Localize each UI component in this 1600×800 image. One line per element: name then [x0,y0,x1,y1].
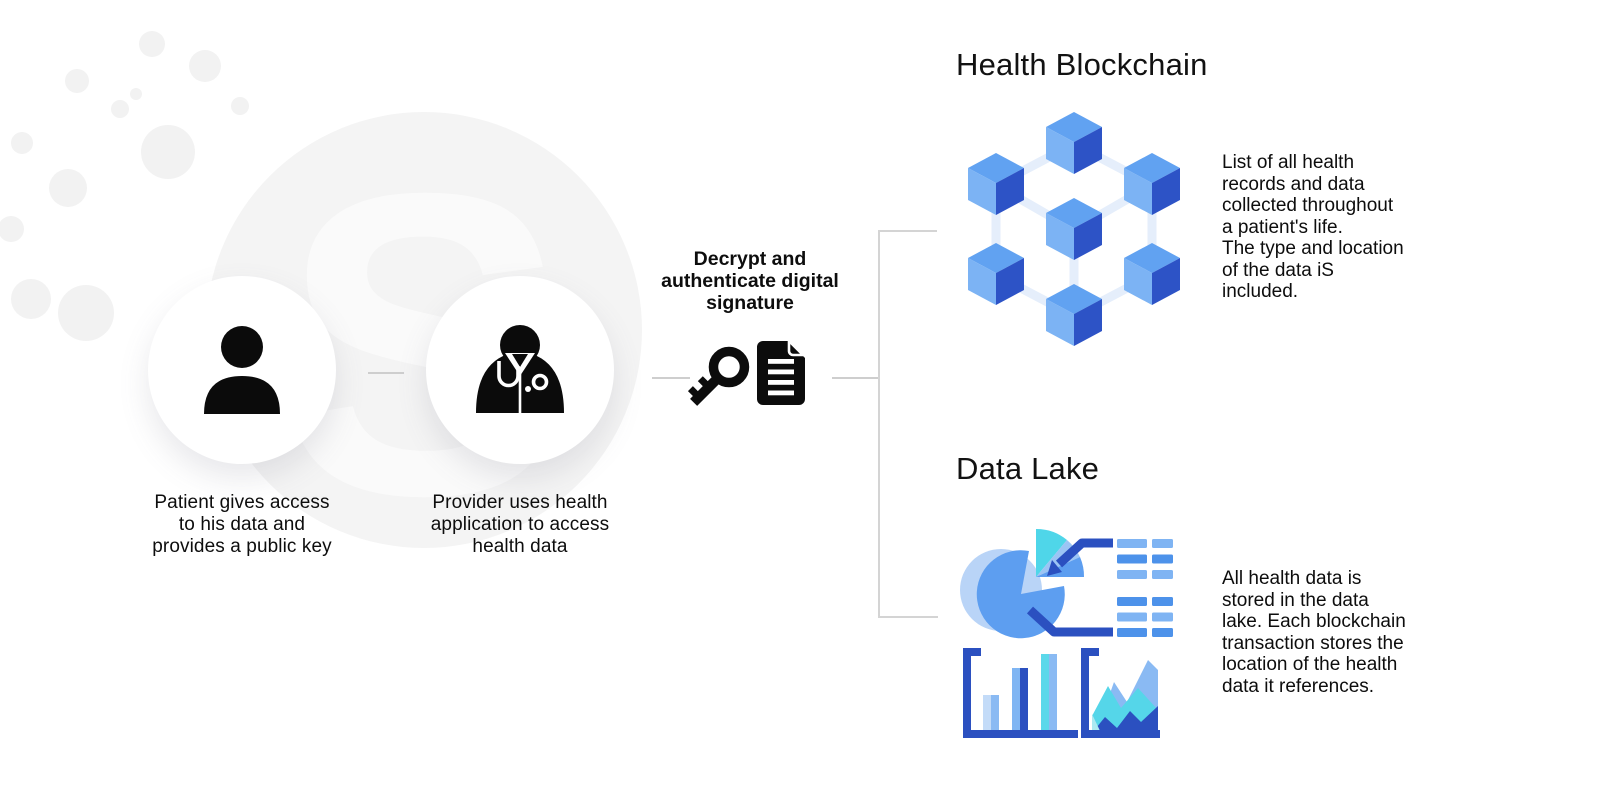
process-icons [687,337,807,406]
process-label: Decrypt and authenticate digital signatu… [661,248,839,314]
branch-top-arm [878,230,937,232]
connector-process-branch [832,377,878,379]
pie-chart [960,528,1085,639]
arrowhead [1047,560,1062,576]
key-icon [687,346,750,406]
blockchain-network-icon [968,112,1180,346]
data-lake-description: All health data is stored in the data la… [1222,568,1406,697]
branch-spine [878,230,880,618]
patient-node [148,276,336,464]
section-title-data-lake: Data Lake [956,451,1100,486]
data-lake-charts-icon [960,528,1173,738]
health-blockchain-description: List of all health records and data coll… [1222,152,1404,302]
doctor-icon [476,325,564,413]
provider-node [426,276,614,464]
document-icon [757,337,807,405]
branch-bottom-arm [878,616,938,618]
connector-patient-provider [368,372,404,374]
patient-icon [204,326,280,414]
provider-caption: Provider uses health application to acce… [430,492,610,557]
area-chart [1081,648,1160,738]
pie-connectors [1026,538,1113,637]
bar-chart [963,648,1078,738]
section-title-health-blockchain: Health Blockchain [956,47,1208,82]
record-lists [1117,539,1173,637]
patient-caption: Patient gives access to his data and pro… [152,492,332,557]
connector-provider-process [652,377,690,379]
